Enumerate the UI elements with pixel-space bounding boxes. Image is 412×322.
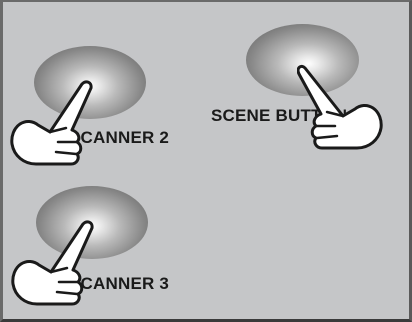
scanner-3-label: SCANNER 3 bbox=[69, 274, 170, 293]
scanner-2-label: SCANNER 2 bbox=[69, 128, 170, 147]
scene-button-1-label: SCENE BUTTON 1 bbox=[211, 106, 362, 125]
scene-button-1[interactable] bbox=[246, 24, 359, 96]
scanner-2-button[interactable] bbox=[34, 46, 146, 119]
scanner-3-button[interactable] bbox=[36, 186, 148, 259]
